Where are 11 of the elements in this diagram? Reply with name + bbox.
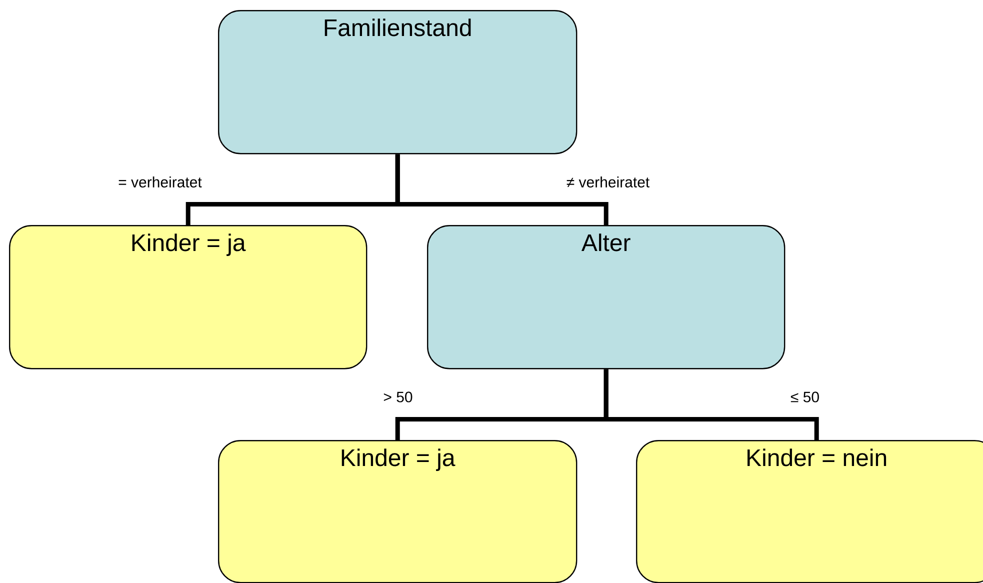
leaf-box: Kinder = ja	[218, 440, 578, 583]
decision-box: Alter	[427, 225, 786, 370]
edge-label: ≠ verheiratet	[565, 175, 651, 188]
leaf-box: Kinder = nein	[636, 440, 983, 583]
decision-box: Familienstand	[218, 10, 578, 154]
edge-label: ≤ 50	[789, 390, 821, 404]
edge-label: > 50	[382, 390, 414, 404]
connector-line	[604, 369, 819, 440]
leaf-box: Kinder = ja	[9, 225, 368, 370]
connector-line	[395, 154, 608, 225]
edge-label: = verheiratet	[117, 175, 203, 188]
